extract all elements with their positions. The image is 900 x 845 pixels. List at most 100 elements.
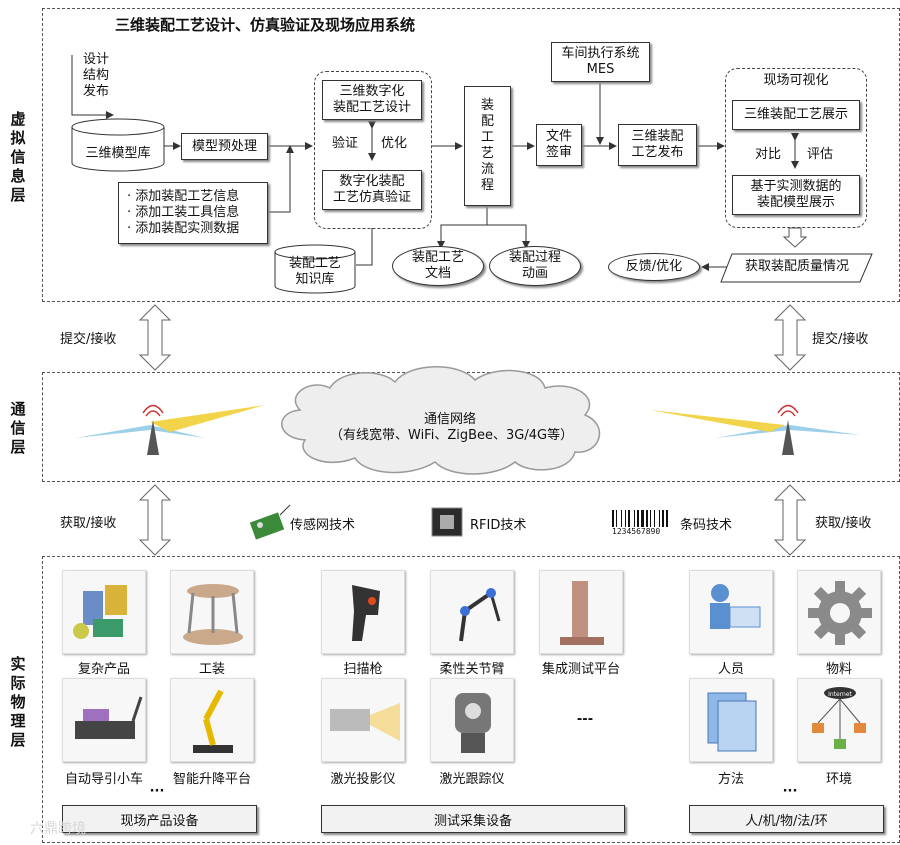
- physical-layer-label: 实际物理层: [10, 655, 26, 749]
- arrow-flow-branch: [437, 207, 488, 249]
- model-db-label: 三维模型库: [85, 146, 151, 161]
- add-items-box: · 添加装配工艺信息 · 添加工装工具信息 · 添加装配实测数据: [118, 182, 268, 244]
- laser-projector-image: [321, 678, 405, 762]
- item-label: 自动导引小车: [64, 772, 143, 787]
- design-group-frame: [314, 71, 432, 229]
- chip-icon: [431, 507, 463, 537]
- get-receive-left: 获取/接收: [60, 516, 117, 531]
- quality-parallelogram: [720, 253, 873, 283]
- scanner-gun-image: [321, 570, 405, 654]
- network-label: 通信网络 （有线宽带、WiFi、ZigBee、3G/4G等）: [330, 412, 574, 443]
- show-3d-box: 三维装配工艺展示: [732, 100, 860, 130]
- dash-middle: ---: [576, 712, 594, 727]
- add-item: · 添加装配实测数据: [127, 221, 240, 236]
- category-bar: 人/机/物/法/环: [689, 805, 884, 833]
- sensor-board-icon: [249, 504, 291, 540]
- item-label: 工装: [198, 662, 225, 677]
- item-label: 智能升降平台: [172, 772, 251, 787]
- submit-receive-right: 提交/接收: [812, 332, 869, 347]
- double-arrow-right-bottom: [773, 484, 807, 556]
- cylinder-db-icon: [71, 118, 165, 172]
- ellipsis-right: ···: [782, 784, 798, 799]
- item-label: 激光投影仪: [330, 772, 396, 787]
- feedback-ellipse: 反馈/优化: [608, 253, 700, 281]
- double-arrow-left-bottom: [138, 484, 172, 556]
- barcode-stripe: [621, 510, 622, 527]
- sensor-tech-label: 传感网技术: [290, 518, 356, 533]
- virtual-layer-label: 虚拟信息层: [10, 110, 26, 204]
- test-platform-image: [539, 570, 623, 654]
- mes-box: 车间执行系统 MES: [551, 42, 650, 82]
- get-receive-right: 获取/接收: [815, 516, 872, 531]
- verify-label: 验证: [331, 136, 358, 151]
- double-arrow-right-top: [773, 304, 807, 371]
- internet-text: Internet: [828, 691, 852, 698]
- arrow-knowledge-up: [356, 228, 373, 266]
- process-doc-ellipse: 装配工艺 文档: [392, 246, 484, 286]
- preprocess-box: 模型预处理: [181, 133, 268, 160]
- compare-label: 对比: [754, 147, 781, 162]
- knowledge-db-icon: [274, 244, 356, 294]
- watermark: 六鼎跨境: [30, 821, 86, 837]
- barcode-tech-label: 条码技术: [680, 518, 733, 533]
- antenna-icon-left: [75, 404, 265, 455]
- barcode-icon: [612, 510, 668, 527]
- item-label: 物料: [825, 662, 852, 677]
- item-label: 环境: [825, 772, 852, 787]
- agv-image: [62, 678, 146, 762]
- rfid-tech-label: RFID技术: [470, 518, 527, 533]
- item-label: 集成测试平台: [541, 662, 620, 677]
- quality-label: 获取装配质量情况: [744, 259, 849, 274]
- barcode-stripe: [641, 510, 644, 527]
- laser-tracker-image: [430, 678, 514, 762]
- barcode-stripe: [616, 510, 617, 527]
- arrow-design-to-db: [71, 55, 114, 119]
- submit-receive-left: 提交/接收: [60, 332, 117, 347]
- complex-product-image: [62, 570, 146, 654]
- barcode-digits: 1234567890: [612, 527, 661, 536]
- barcode-stripe: [628, 510, 630, 527]
- comm-layer-label: 通信层: [10, 400, 26, 456]
- category-bar: 测试采集设备: [321, 805, 625, 833]
- digital-design-box: 三维数字化 装配工艺设计: [322, 80, 422, 120]
- barcode-stripe: [637, 510, 639, 527]
- antenna-icon-right: [650, 404, 860, 455]
- evaluate-label: 评估: [806, 147, 833, 162]
- cloud-icon: [281, 366, 601, 475]
- process-anim-ellipse: 装配过程 动画: [489, 246, 581, 286]
- assembly-flow-box: 装配工艺流程: [464, 86, 511, 206]
- barcode-stripe: [612, 510, 614, 527]
- optimize-label: 优化: [380, 136, 407, 151]
- visualization-title: 现场可视化: [763, 73, 829, 88]
- document-icon: [689, 678, 773, 762]
- barcode-stripe: [634, 510, 635, 527]
- fixture-image: [170, 570, 254, 654]
- assembly-flow-label: 装配工艺流程: [480, 98, 494, 193]
- item-label: 柔性关节臂: [439, 662, 505, 677]
- file-sign-box: 文件 签审: [536, 124, 582, 166]
- barcode-stripe: [654, 510, 655, 527]
- double-arrow-left-top: [138, 304, 172, 371]
- ellipsis-left: ···: [149, 784, 165, 799]
- barcode-stripe: [650, 510, 651, 527]
- publish-box: 三维装配 工艺发布: [618, 124, 697, 166]
- sim-verify-box: 数字化装配 工艺仿真验证: [322, 170, 422, 210]
- item-label: 方法: [717, 772, 744, 787]
- item-label: 激光跟踪仪: [439, 772, 505, 787]
- add-item: · 添加工装工具信息: [127, 205, 240, 220]
- barcode-stripe: [659, 510, 660, 527]
- show-measured-box: 基于实测数据的 装配模型展示: [732, 175, 860, 215]
- add-item: · 添加装配工艺信息: [127, 189, 240, 204]
- people-icon: [689, 570, 773, 654]
- gear-icon: [797, 570, 881, 654]
- visualization-group-frame: [725, 68, 867, 228]
- item-label: 扫描枪: [343, 662, 383, 677]
- lift-platform-image: [170, 678, 254, 762]
- knowledge-db-label: 装配工艺 知识库: [288, 256, 341, 287]
- design-input-label: 设计 结构 发布: [82, 52, 109, 99]
- diagram-title: 三维装配工艺设计、仿真验证及现场应用系统: [115, 16, 416, 34]
- barcode-stripe: [666, 510, 668, 527]
- arrow-visual-to-quality: [782, 227, 808, 248]
- barcode-stripe: [646, 510, 648, 527]
